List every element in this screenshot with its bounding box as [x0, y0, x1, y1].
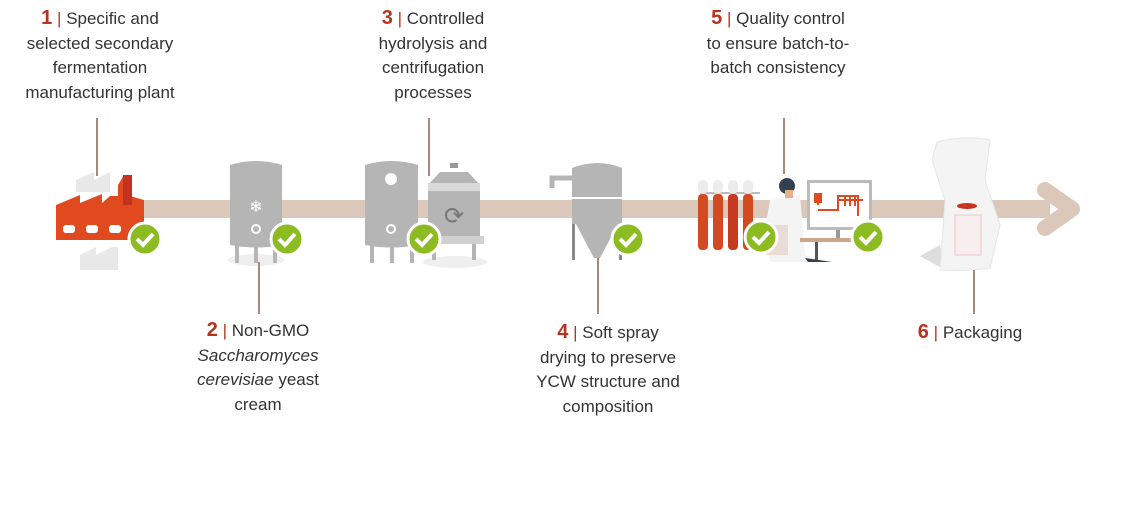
factory-icon [56, 172, 144, 270]
connector-line [258, 262, 260, 314]
connector-line [597, 258, 599, 314]
step-6-label: 6 | Packaging [917, 321, 1023, 343]
connector-line [428, 118, 430, 176]
hydrolysis-tank-icon [365, 161, 418, 263]
check-icon [269, 221, 305, 257]
check-icon [743, 219, 779, 255]
check-icon [850, 219, 886, 255]
spray-dryer-icon [549, 163, 622, 260]
check-icon [610, 221, 646, 257]
check-icon [406, 221, 442, 257]
check-icon [127, 221, 163, 257]
svg-text:⟳: ⟳ [444, 203, 464, 230]
step-5-label: 5 | Quality control to ensure batch-to-b… [706, 7, 850, 77]
svg-text:❄: ❄ [249, 199, 262, 216]
bag-icon [920, 137, 1001, 272]
connector-line [973, 270, 975, 314]
tank-icon: ❄ [228, 161, 284, 266]
monitor-icon [800, 180, 872, 262]
connector-line [783, 118, 785, 174]
connector-line [96, 118, 98, 176]
